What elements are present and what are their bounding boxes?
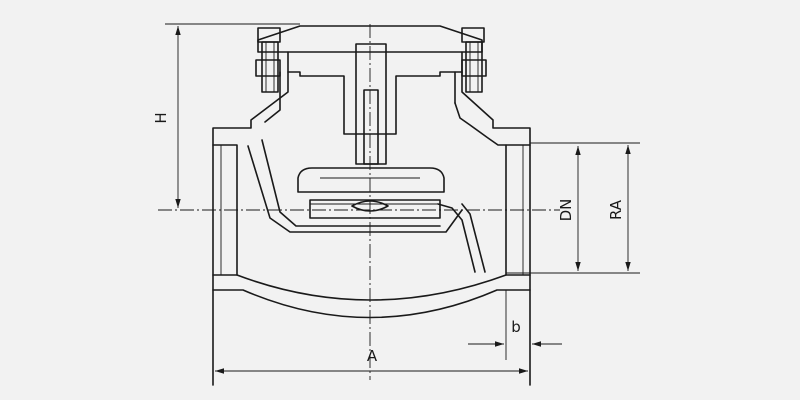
valve-disc [297,43,445,212]
dimension-a: A [215,347,528,374]
dimension-a-label: A [367,347,378,365]
dimension-h: H [152,23,300,208]
center-lines [158,24,560,380]
dimension-h-label: H [152,112,170,123]
dimension-b: b [468,290,562,360]
dimension-dn-label: DN [557,199,575,222]
dimension-dn-ra: DN RA [506,142,640,274]
dimension-ra-label: RA [607,199,625,220]
valve-bonnet [255,25,487,135]
valve-body [212,71,531,386]
dimension-b-label: b [511,318,521,336]
